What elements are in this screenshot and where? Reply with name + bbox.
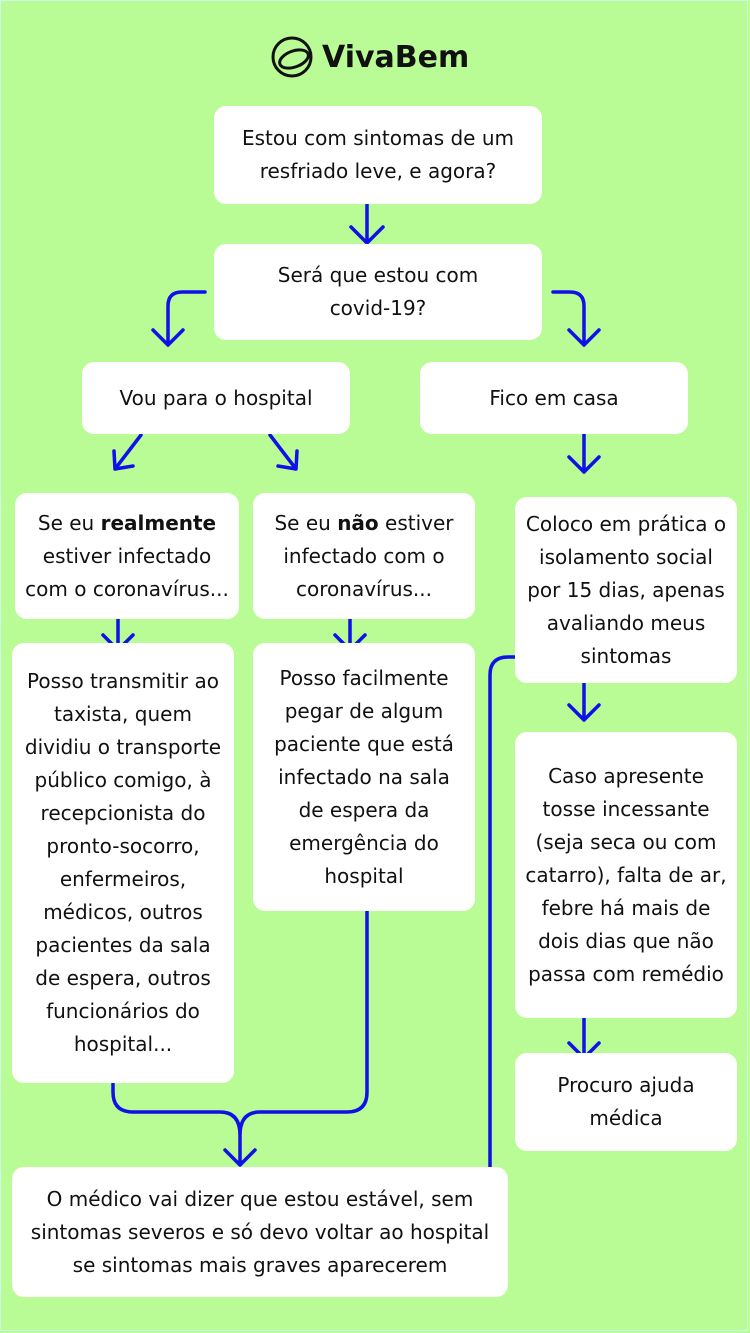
box-transmit-text: Posso transmitir ao taxista, quem dividi… [24,669,222,1056]
infected-bold: realmente [100,510,217,535]
box-start-text: Estou com sintomas de um resfriado leve,… [241,126,514,183]
box-catch-text: Posso facilmente pegar de algum paciente… [274,665,454,888]
box-go-hospital-text: Vou para o hospital [119,385,313,410]
brand-name: VivaBem [322,39,470,75]
box-seek-help: Procuro ajuda médica [515,1053,737,1151]
box-doctor-text: O médico vai dizer que estou estável, se… [30,1186,490,1277]
box-catch: Posso facilmente pegar de algum paciente… [253,643,475,911]
box-isolation: Coloco em prática o isolamento social po… [515,497,737,683]
box-stay-home-text: Fico em casa [489,385,619,410]
box-not-infected-text: Se eu não estiver infectado com o corona… [263,507,465,606]
box-question: Será que estou com covid-19? [214,244,542,340]
vivabem-logo-icon [271,36,313,78]
not-infected-pre: Se eu [274,510,338,535]
not-infected-post: estiver infectado com o coronavírus... [283,510,454,601]
box-isolation-text: Coloco em prática o isolamento social po… [525,511,727,668]
box-go-hospital: Vou para o hospital [82,362,350,434]
box-seek-help-text: Procuro ajuda médica [557,1073,695,1130]
infected-pre: Se eu [37,510,101,535]
box-symptoms-text: Caso apresente tosse incessante (seja se… [525,763,727,986]
box-transmit: Posso transmitir ao taxista, quem dividi… [12,643,234,1083]
box-symptoms: Caso apresente tosse incessante (seja se… [515,732,737,1018]
not-infected-bold: não [337,510,379,535]
box-infected: Se eu realmente estiver infectado com o … [15,493,239,619]
box-start: Estou com sintomas de um resfriado leve,… [214,106,542,204]
box-doctor: O médico vai dizer que estou estável, se… [12,1167,508,1297]
infected-post: estiver infectado com o coronavírus... [25,543,229,601]
brand-header: VivaBem [270,32,469,82]
box-not-infected: Se eu não estiver infectado com o corona… [253,493,475,619]
box-question-text: Será que estou com covid-19? [277,263,479,320]
box-stay-home: Fico em casa [420,362,688,434]
box-infected-text: Se eu realmente estiver infectado com o … [25,507,229,606]
